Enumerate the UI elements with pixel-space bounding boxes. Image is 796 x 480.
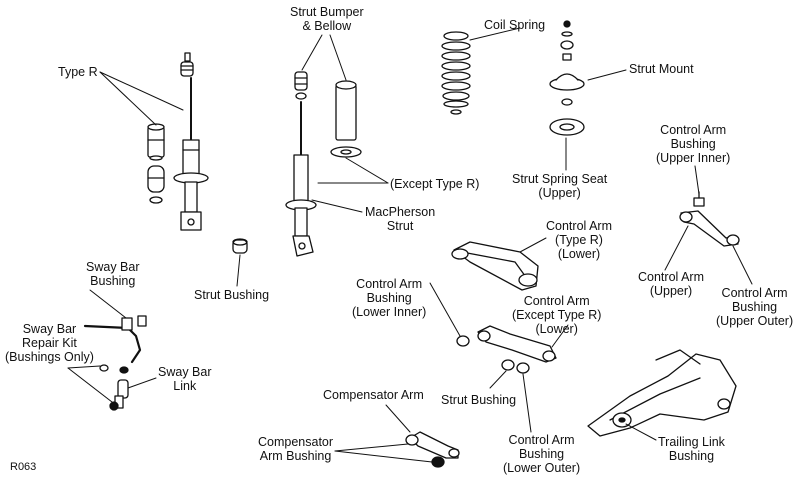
label-strut-spring-seat: Strut Spring Seat (Upper) [512, 172, 608, 200]
macpherson-strut-drawing [285, 34, 389, 257]
strut-bellow [335, 80, 357, 141]
label-except-type-r: (Except Type R) [390, 177, 480, 191]
label-strut-bumper-bellow: Strut Bumper & Bellow [290, 5, 364, 33]
label-strut-bushing-left: Strut Bushing [194, 288, 270, 302]
label-control-arm-type-r-lower: Control Arm (Type R) (Lower) [546, 219, 612, 261]
label-control-arm-bushing-upper-inner: Control Arm Bushing (Upper Inner) [656, 123, 731, 165]
strut-bumper [294, 71, 308, 100]
type-r-bumper [147, 165, 165, 204]
label-strut-bushing-center: Strut Bushing [441, 393, 517, 407]
lower-control-arm-except-drawing [429, 282, 569, 433]
label-coil-spring: Coil Spring [484, 18, 546, 32]
label-sway-bar-bushing: Sway Bar Bushing [86, 260, 140, 288]
strut-bushing-left-drawing [232, 238, 248, 287]
sway-bar-drawing [67, 289, 157, 411]
upper-control-arm-drawing [664, 165, 753, 285]
type-r-bump-stop [180, 52, 194, 77]
label-control-arm-except-type-r-lower: Control Arm (Except Type R) (Lower) [512, 294, 602, 336]
label-compensator-arm-bushing: Compensator Arm Bushing [258, 435, 334, 463]
label-strut-mount: Strut Mount [629, 62, 694, 76]
coil-spring-drawing [441, 27, 521, 115]
label-type-r: Type R [58, 65, 98, 79]
compensator-arm-drawing [334, 404, 460, 468]
label-compensator-arm: Compensator Arm [323, 388, 424, 402]
label-control-arm-upper: Control Arm (Upper) [638, 270, 704, 298]
type-r-strut-drawing [99, 52, 209, 231]
figure-code: R063 [10, 461, 37, 473]
label-macpherson-strut: MacPherson Strut [365, 205, 436, 233]
type-r-bellow [147, 123, 165, 161]
label-sway-bar-repair-kit: Sway Bar Repair Kit (Bushings Only) [5, 322, 94, 364]
strut-mount-drawing [549, 20, 627, 171]
lower-control-arm-type-r-drawing [451, 237, 547, 291]
label-control-arm-bushing-upper-outer: Control Arm Bushing (Upper Outer) [716, 286, 794, 328]
trailing-link-drawing [587, 349, 737, 441]
label-trailing-link-bushing: Trailing Link Bushing [658, 435, 725, 463]
label-sway-bar-link: Sway Bar Link [158, 365, 212, 393]
label-control-arm-bushing-lower-outer: Control Arm Bushing (Lower Outer) [503, 433, 581, 475]
label-control-arm-bushing-lower-inner: Control Arm Bushing (Lower Inner) [352, 277, 427, 319]
